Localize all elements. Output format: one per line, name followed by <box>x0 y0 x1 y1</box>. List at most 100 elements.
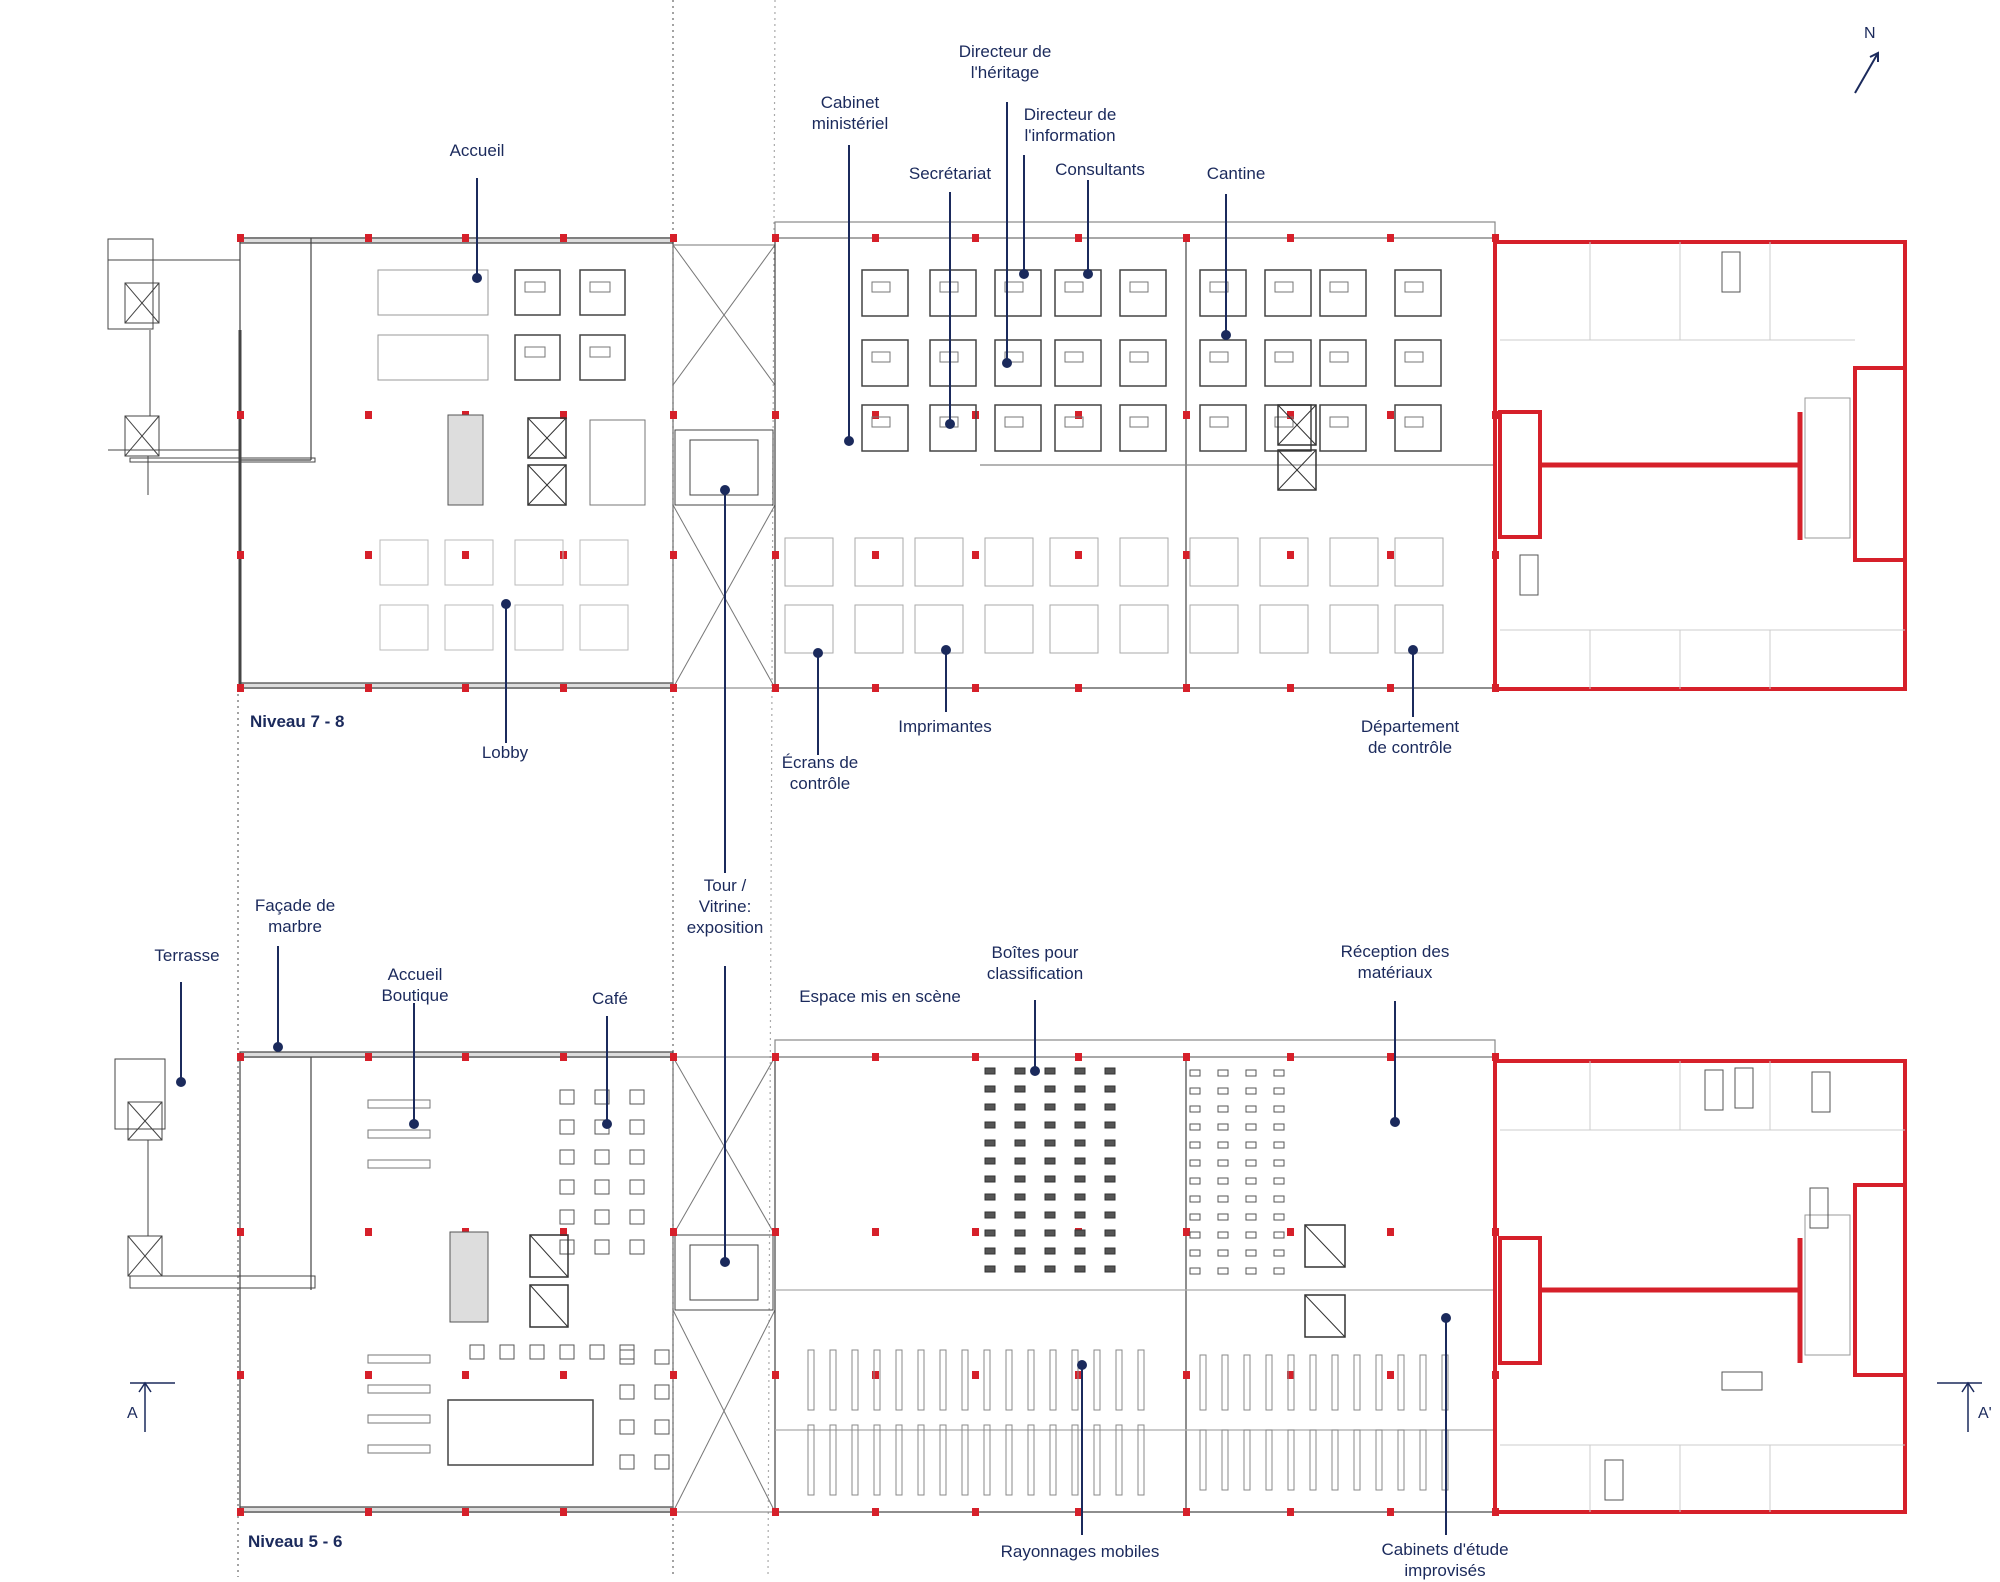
structural-column <box>365 1053 372 1061</box>
classification-box <box>1104 1193 1116 1201</box>
structural-column <box>670 1228 677 1236</box>
mobile-shelf <box>829 1349 837 1411</box>
label-tour-vitrine: Tour / Vitrine: exposition <box>665 875 785 938</box>
structural-column <box>1492 411 1499 419</box>
cafe-table <box>629 1239 645 1255</box>
structural-column <box>670 234 677 242</box>
classification-box <box>984 1121 996 1129</box>
structural-column <box>1075 1508 1082 1516</box>
label-line: classification <box>986 964 1084 983</box>
classification-box <box>1014 1103 1026 1111</box>
lobby-table <box>379 539 429 586</box>
archive-box <box>1217 1213 1229 1221</box>
classification-box <box>1044 1265 1056 1273</box>
parked-car <box>1809 1187 1829 1229</box>
cubicle-desk <box>589 346 611 358</box>
lobby-table <box>444 604 494 651</box>
mobile-shelf <box>1221 1354 1229 1411</box>
classification-box <box>1044 1247 1056 1255</box>
structural-column <box>560 1371 567 1379</box>
mobile-shelf <box>1049 1349 1057 1411</box>
office-room <box>1119 339 1167 387</box>
structural-column <box>1075 684 1082 692</box>
structural-column <box>1287 411 1294 419</box>
cafe-table <box>559 1179 575 1195</box>
reception-desk <box>377 334 489 381</box>
structural-column <box>1492 1053 1499 1061</box>
structural-column <box>365 684 372 692</box>
structural-column <box>670 411 677 419</box>
label-line: Boîtes pour <box>991 943 1079 962</box>
classification-box <box>1074 1157 1086 1165</box>
office-desk <box>1329 416 1349 428</box>
archive-box <box>1273 1069 1285 1077</box>
label-directeur-information: Directeur de l'information <box>1005 104 1135 146</box>
structural-column <box>462 551 469 559</box>
structural-column <box>872 684 879 692</box>
structural-column <box>1287 234 1294 242</box>
office-room <box>929 404 977 452</box>
shop-counter <box>447 1399 594 1466</box>
mobile-shelf <box>1287 1429 1295 1491</box>
structural-column <box>772 684 779 692</box>
structural-column <box>1387 234 1394 242</box>
classification-box <box>1044 1193 1056 1201</box>
mobile-shelf <box>873 1349 881 1411</box>
classification-box <box>1044 1085 1056 1093</box>
elevator <box>529 1284 569 1328</box>
structural-column <box>365 411 372 419</box>
office-room <box>1199 269 1247 317</box>
parked-car <box>1734 1067 1754 1109</box>
classification-box <box>1014 1175 1026 1183</box>
work-table <box>1394 604 1444 654</box>
classification-box <box>1044 1211 1056 1219</box>
mobile-shelf <box>1331 1429 1339 1491</box>
cubicle <box>514 269 561 316</box>
structural-column <box>1183 1508 1190 1516</box>
mobile-shelf <box>1309 1429 1317 1491</box>
cafe-table <box>629 1089 645 1105</box>
archive-box <box>1217 1141 1229 1149</box>
office-room <box>861 404 909 452</box>
classification-box <box>1044 1175 1056 1183</box>
structural-column <box>560 411 567 419</box>
classification-box <box>1014 1157 1026 1165</box>
level-label-lower: Niveau 5 - 6 <box>248 1532 343 1551</box>
label-lobby: Lobby <box>481 743 529 762</box>
cafe-table <box>619 1349 635 1365</box>
classification-box <box>1074 1265 1086 1273</box>
mobile-shelf <box>1137 1424 1145 1496</box>
structural-column <box>237 1228 244 1236</box>
elevator-cross <box>1304 1224 1346 1268</box>
archive-box <box>1217 1087 1229 1095</box>
office-room <box>1319 404 1367 452</box>
archive-box <box>1189 1177 1201 1185</box>
structural-column <box>972 1371 979 1379</box>
archive-box <box>1217 1249 1229 1257</box>
archive-box <box>1273 1123 1285 1131</box>
label-line: Tour / <box>703 876 747 895</box>
classification-box <box>1074 1193 1086 1201</box>
cubicle <box>579 269 626 316</box>
upper-stair-block <box>107 238 316 495</box>
mobile-shelf <box>807 1349 815 1411</box>
mobile-shelf <box>895 1424 903 1496</box>
structural-column <box>872 234 879 242</box>
cafe-table <box>629 1119 645 1135</box>
office-desk <box>1064 416 1084 428</box>
structural-column <box>365 551 372 559</box>
structural-column <box>1492 1371 1499 1379</box>
mobile-shelf <box>1115 1424 1123 1496</box>
work-table <box>1189 537 1239 587</box>
label-line: marbre <box>268 917 322 936</box>
classification-box <box>1104 1139 1116 1147</box>
structural-column <box>365 1371 372 1379</box>
mobile-shelf <box>1093 1424 1101 1496</box>
work-table <box>1189 604 1239 654</box>
archive-box <box>1273 1159 1285 1167</box>
structural-column <box>237 551 244 559</box>
structural-column <box>1287 1371 1294 1379</box>
archive-box <box>1245 1231 1257 1239</box>
structural-column <box>872 1508 879 1516</box>
classification-box <box>984 1265 996 1273</box>
